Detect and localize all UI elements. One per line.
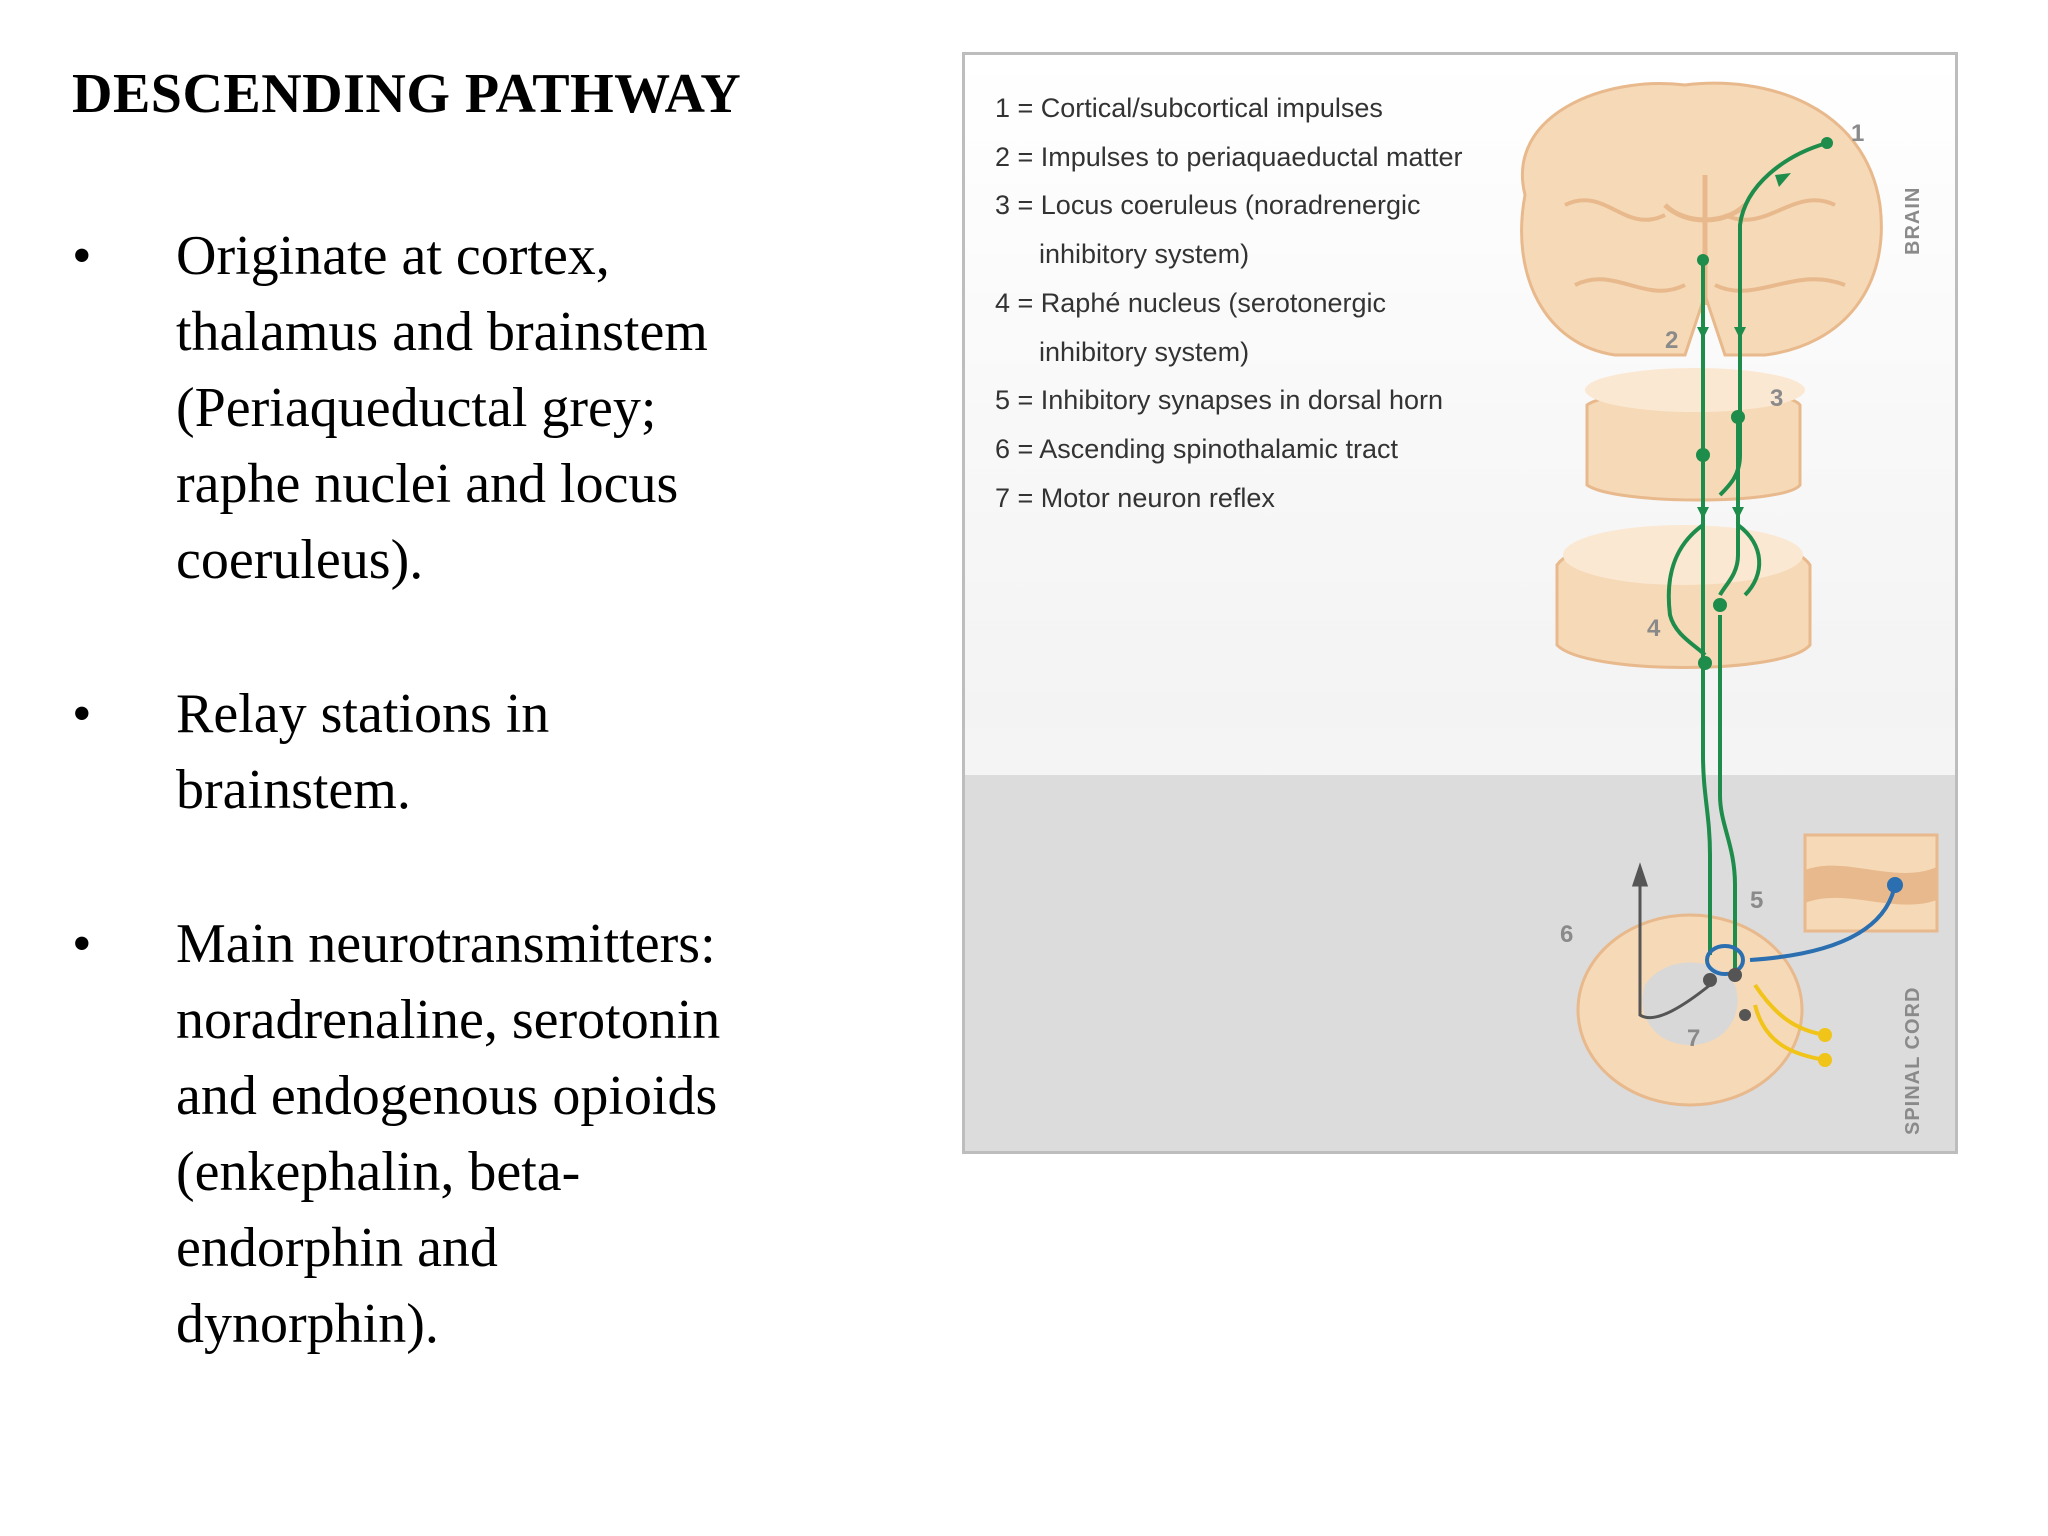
marker-5: 5 xyxy=(1750,887,1764,914)
pag-fiber xyxy=(1701,260,1712,955)
legend-item-5: 5 = Inhibitory synapses in dorsal horn xyxy=(995,385,1444,415)
bullet-line: (Periaqueductal grey; xyxy=(176,377,657,439)
pain-pathway-figure: 1 = Cortical/subcortical impulses 2 = Im… xyxy=(962,52,1958,1154)
bullet-line: (enkephalin, beta- xyxy=(176,1141,581,1203)
bullet-line: coeruleus). xyxy=(176,529,424,591)
bullet-line: endorphin and xyxy=(176,1217,498,1279)
bullet-text: Relay stations in brainstem. xyxy=(176,676,826,828)
bullet-line: thalamus and brainstem xyxy=(176,301,708,363)
descending-pathway xyxy=(1666,141,1828,975)
bullet-marker: • xyxy=(72,225,92,287)
locus-coeruleus-fiber xyxy=(1718,417,1740,596)
bullet-line: dynorphin). xyxy=(176,1293,439,1355)
legend-item-4: 4 = Raphé nucleus (serotonergic xyxy=(995,288,1386,318)
brain-illustration xyxy=(1520,81,1883,357)
legend-item-4-cont: inhibitory system) xyxy=(1039,337,1250,367)
motor-reflex xyxy=(1753,983,1832,1067)
bullet-line: and endogenous opioids xyxy=(176,1065,718,1127)
bullet-marker: • xyxy=(72,913,92,975)
bullet-text: Originate at cortex, thalamus and brains… xyxy=(176,218,826,598)
pathway-illustration xyxy=(965,81,1955,1151)
bullet-text: Main neurotransmitters: noradrenaline, s… xyxy=(176,906,826,1362)
bullet-marker: • xyxy=(72,683,92,745)
skin-inset xyxy=(1803,833,1939,933)
bullet-line: raphe nuclei and locus xyxy=(176,453,679,515)
marker-1: 1 xyxy=(1851,120,1865,147)
marker-3: 3 xyxy=(1770,385,1784,412)
marker-7: 7 xyxy=(1687,1025,1701,1052)
bullet-line: noradrenaline, serotonin xyxy=(176,989,721,1051)
legend-item-6: 6 = Ascending spinothalamic tract xyxy=(995,434,1398,464)
synapse-nodes xyxy=(1703,968,1751,1021)
legend-item-3-cont: inhibitory system) xyxy=(1039,239,1250,269)
bullet-line: brainstem. xyxy=(176,759,411,821)
legend-item-7: 7 = Motor neuron reflex xyxy=(995,483,1275,513)
brain-label: BRAIN xyxy=(1902,186,1924,255)
marker-4: 4 xyxy=(1647,615,1661,642)
marker-2: 2 xyxy=(1665,327,1679,354)
midbrain-slice xyxy=(1585,368,1805,502)
medulla-loop xyxy=(1666,523,1707,657)
ascending-tract xyxy=(1631,862,1711,1020)
bullet-line: Originate at cortex, xyxy=(176,225,610,287)
inhibitory-interneuron xyxy=(1705,877,1903,976)
bullet-line: Relay stations in xyxy=(176,683,550,745)
raphe-fiber xyxy=(1718,615,1737,975)
spinal-region-bg xyxy=(965,775,1955,1151)
pathway-nodes xyxy=(1696,137,1833,670)
slide-title: DESCENDING PATHWAY xyxy=(72,63,742,125)
legend-item-3: 3 = Locus coeruleus (noradrenergic xyxy=(995,190,1421,220)
legend-item-2: 2 = Impulses to periaquaeductal matter xyxy=(995,142,1463,172)
spinal-cord-label: SPINAL CORD xyxy=(1902,986,1924,1135)
cortical-fiber xyxy=(1718,141,1828,497)
bullet-line: Main neurotransmitters: xyxy=(176,913,716,975)
lc-loop xyxy=(1736,523,1762,597)
pathway-arrowheads xyxy=(1697,173,1791,519)
medulla-slice xyxy=(1555,525,1812,669)
spinal-cord-section xyxy=(1576,913,1804,1107)
marker-6: 6 xyxy=(1560,921,1574,948)
legend-item-1: 1 = Cortical/subcortical impulses xyxy=(995,93,1383,123)
